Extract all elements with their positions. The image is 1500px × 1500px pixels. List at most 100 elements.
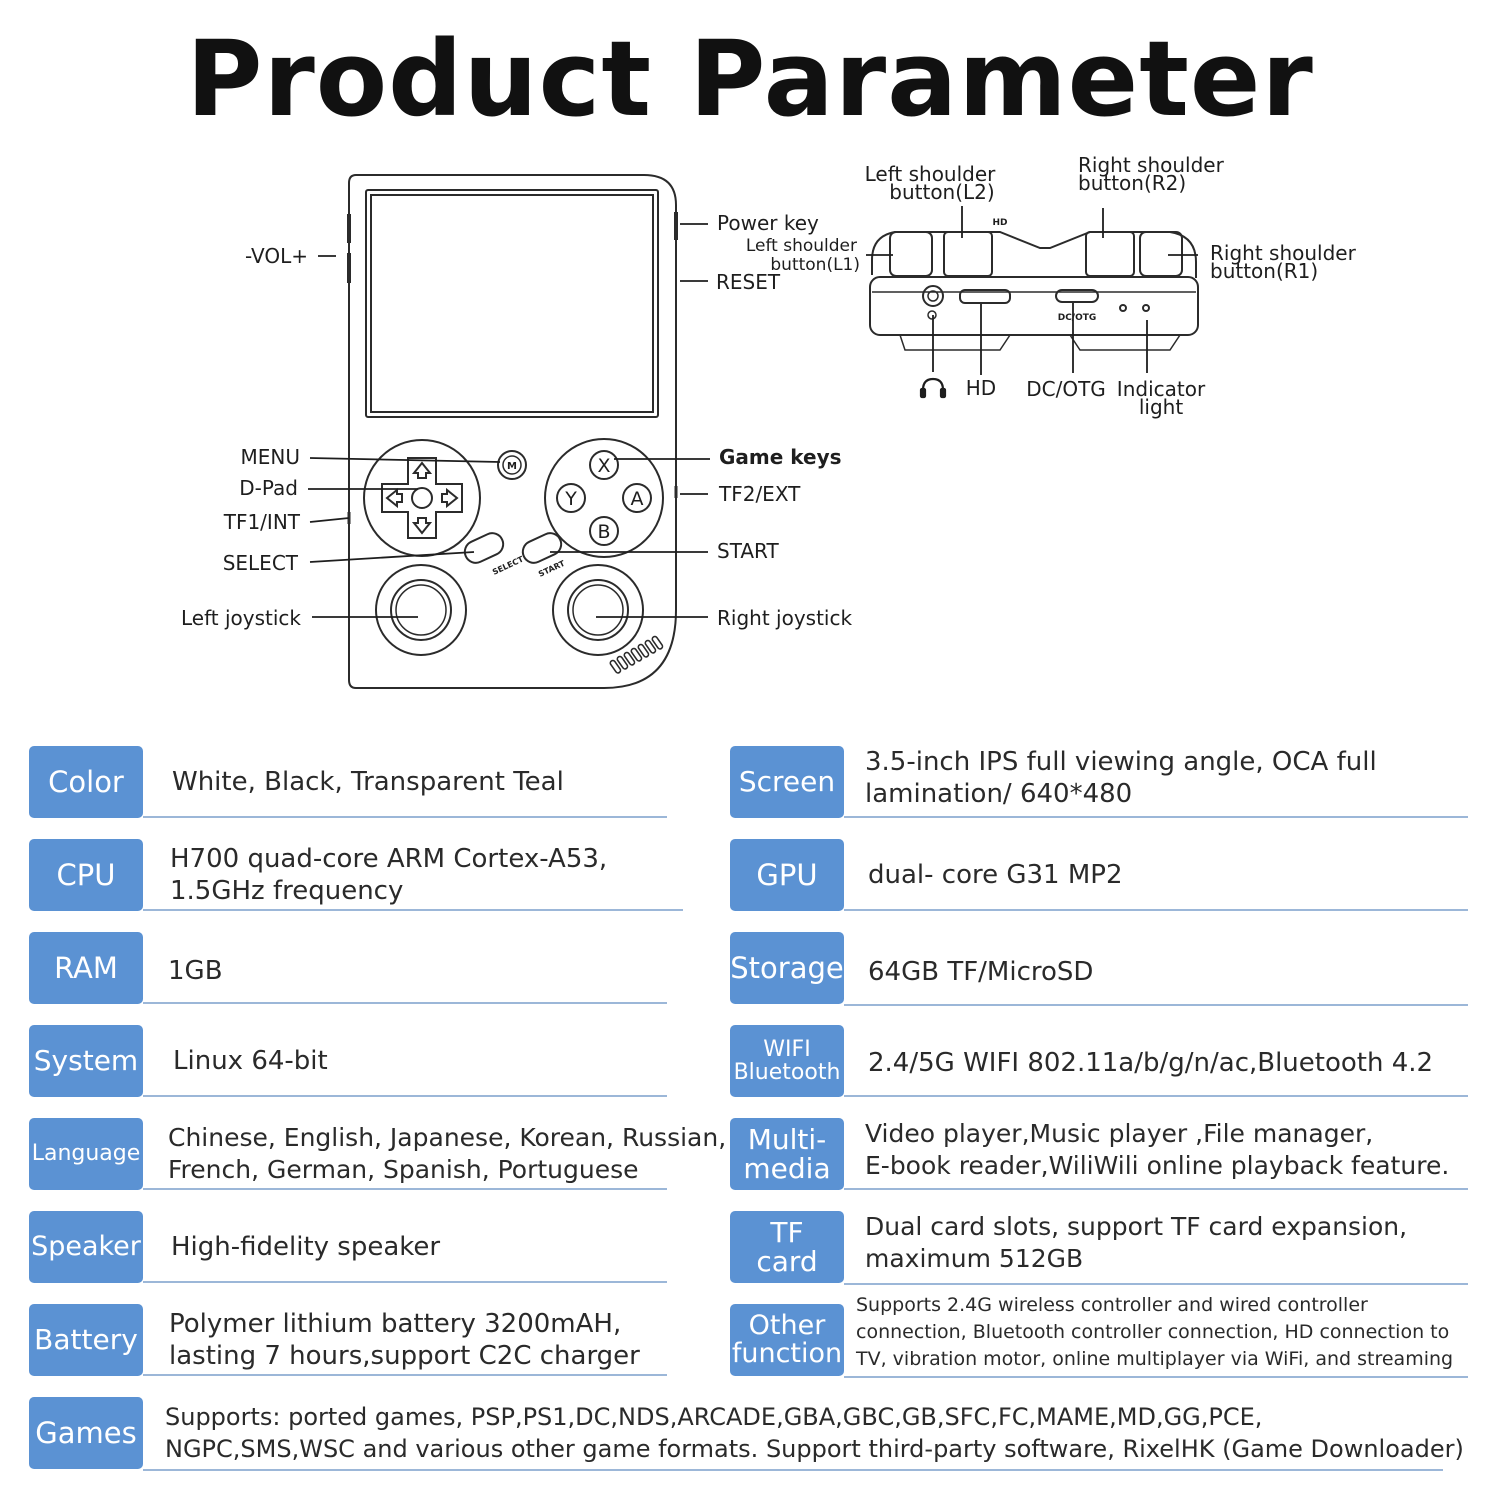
dpad-cross bbox=[381, 457, 463, 539]
dpad-up-arrow bbox=[411, 461, 433, 479]
spec-value-text: White, Black, Transparent Teal bbox=[172, 767, 564, 797]
spec-value-line: Video player,Music player ,File manager, bbox=[865, 1119, 1374, 1148]
spec-divider bbox=[844, 1188, 1468, 1190]
label-l1-line1: Left shoulder bbox=[746, 236, 857, 256]
label-r1-line2: button(R1) bbox=[1210, 259, 1318, 283]
spec-value-line: lasting 7 hours,support C2C charger bbox=[169, 1341, 640, 1371]
spec-label-games: Games bbox=[29, 1397, 143, 1469]
select-button bbox=[463, 532, 505, 564]
label-start: START bbox=[717, 539, 779, 563]
button-x-letter: X bbox=[597, 455, 610, 477]
spec-label-line: TF bbox=[770, 1215, 804, 1249]
face-buttons-ring bbox=[544, 438, 664, 558]
l1-button bbox=[889, 231, 933, 277]
spec-value-line: TV, vibration motor, online multiplayer … bbox=[856, 1347, 1454, 1370]
indicator-light-2 bbox=[1142, 304, 1150, 312]
spec-divider bbox=[143, 1469, 1443, 1471]
spec-label-tf-card: TF card bbox=[730, 1211, 844, 1283]
spec-value-line: NGPC,SMS,WSC and various other game form… bbox=[165, 1435, 1464, 1463]
indicator-light-1 bbox=[1119, 304, 1127, 312]
spec-label-ram: RAM bbox=[29, 932, 143, 1004]
button-a bbox=[622, 483, 652, 513]
label-reset: RESET bbox=[716, 270, 781, 294]
button-y bbox=[556, 483, 586, 513]
screen bbox=[365, 189, 659, 418]
spec-value-line: E-book reader,WiliWili online playback f… bbox=[865, 1151, 1450, 1180]
spec-label-other-function: Other function bbox=[730, 1304, 844, 1376]
spec-label-gpu: GPU bbox=[730, 839, 844, 911]
device-bottom-shell bbox=[869, 276, 1199, 336]
spec-label-wifi-bluetooth: WIFI Bluetooth bbox=[730, 1025, 844, 1097]
spec-value-line: French, German, Spanish, Portuguese bbox=[168, 1155, 639, 1184]
spec-value-battery: Polymer lithium battery 3200mAH, lasting… bbox=[169, 1304, 640, 1376]
spec-value-other-function: Supports 2.4G wireless controller and wi… bbox=[856, 1290, 1453, 1374]
hd-port bbox=[959, 289, 1011, 304]
spec-value-text: 2.4/5G WIFI 802.11a/b/g/n/ac,Bluetooth 4… bbox=[868, 1048, 1434, 1078]
l2-button bbox=[943, 231, 993, 277]
label-r2-line1: Right shoulder bbox=[1078, 153, 1225, 177]
dcotg-port bbox=[1055, 289, 1099, 303]
spec-divider bbox=[143, 1374, 667, 1376]
device-diagram: HD DC/OTG M X Y A B SELECT START -VOL+ M… bbox=[181, 153, 1357, 689]
spec-value-multimedia: Video player,Music player ,File manager,… bbox=[865, 1118, 1449, 1182]
right-joystick bbox=[552, 564, 644, 656]
spec-label-line: Multi- bbox=[747, 1122, 827, 1156]
spec-value-line: Dual card slots, support TF card expansi… bbox=[865, 1212, 1408, 1241]
port-label-hd: HD bbox=[992, 218, 1007, 228]
spec-value-line: Supports 2.4G wireless controller and wi… bbox=[856, 1293, 1368, 1316]
label-dpad: D-Pad bbox=[239, 476, 298, 500]
button-x bbox=[589, 450, 619, 480]
spec-value-text: Linux 64-bit bbox=[173, 1046, 328, 1076]
dpad-center bbox=[411, 487, 433, 509]
label-hd: HD bbox=[966, 376, 996, 400]
spec-divider bbox=[143, 1002, 667, 1004]
button-y-letter: Y bbox=[564, 488, 577, 510]
spec-value-line: 1.5GHz frequency bbox=[170, 876, 404, 906]
label-tf1: TF1/INT bbox=[223, 510, 301, 534]
dpad-down-arrow bbox=[411, 517, 433, 535]
spec-value-line: H700 quad-core ARM Cortex-A53, bbox=[170, 844, 608, 874]
spec-value-line: Chinese, English, Japanese, Korean, Russ… bbox=[168, 1123, 727, 1152]
spec-label-battery: Battery bbox=[29, 1304, 143, 1376]
spec-value-line: lamination/ 640*480 bbox=[865, 779, 1133, 809]
label-dcotg: DC/OTG bbox=[1026, 377, 1106, 401]
spec-divider bbox=[143, 1095, 667, 1097]
spec-value-screen: 3.5-inch IPS full viewing angle, OCA ful… bbox=[865, 746, 1377, 810]
spec-value-line: 3.5-inch IPS full viewing angle, OCA ful… bbox=[865, 747, 1377, 777]
spec-label-color: Color bbox=[29, 746, 143, 818]
port-label-dcotg: DC/OTG bbox=[1058, 313, 1097, 323]
spec-value-speaker: High-fidelity speaker bbox=[171, 1211, 440, 1283]
device-top-shell bbox=[871, 231, 1197, 278]
menu-button bbox=[497, 450, 527, 480]
spec-value-games: Supports: ported games, PSP,PS1,DC,NDS,A… bbox=[165, 1397, 1464, 1469]
device-front-body bbox=[348, 174, 677, 689]
spec-label-line: Bluetooth bbox=[733, 1060, 841, 1085]
button-b bbox=[589, 516, 619, 546]
spec-label-system: System bbox=[29, 1025, 143, 1097]
label-left-joystick: Left joystick bbox=[181, 606, 301, 630]
label-vol: -VOL+ bbox=[245, 244, 308, 268]
spec-label-line: media bbox=[743, 1152, 831, 1185]
spec-value-ram: 1GB bbox=[168, 932, 223, 1010]
spec-value-tf-card: Dual card slots, support TF card expansi… bbox=[865, 1211, 1407, 1275]
label-right-joystick: Right joystick bbox=[717, 606, 852, 630]
spec-divider bbox=[844, 1004, 1468, 1006]
label-tf2: TF2/EXT bbox=[718, 482, 801, 506]
label-l1-line2: button(L1) bbox=[770, 255, 860, 275]
spec-divider bbox=[844, 1283, 1468, 1285]
menu-button-letter: M bbox=[507, 461, 517, 472]
spec-label-line: Other bbox=[748, 1309, 826, 1341]
label-select: SELECT bbox=[223, 551, 299, 575]
spec-label-cpu: CPU bbox=[29, 839, 143, 911]
spec-value-text: High-fidelity speaker bbox=[171, 1232, 441, 1262]
spec-value-language: Chinese, English, Japanese, Korean, Russ… bbox=[168, 1118, 726, 1190]
spec-divider bbox=[844, 909, 1468, 911]
spec-label-line: WIFI bbox=[763, 1036, 811, 1062]
headphone-mark bbox=[927, 310, 937, 320]
spec-divider bbox=[143, 909, 683, 911]
select-tag: SELECT bbox=[491, 554, 525, 576]
spec-value-line: Supports: ported games, PSP,PS1,DC,NDS,A… bbox=[165, 1403, 1263, 1431]
label-l2-line2: button(L2) bbox=[889, 180, 994, 204]
label-indicator-line1: Indicator bbox=[1117, 377, 1206, 401]
label-indicator-line2: light bbox=[1139, 395, 1183, 419]
